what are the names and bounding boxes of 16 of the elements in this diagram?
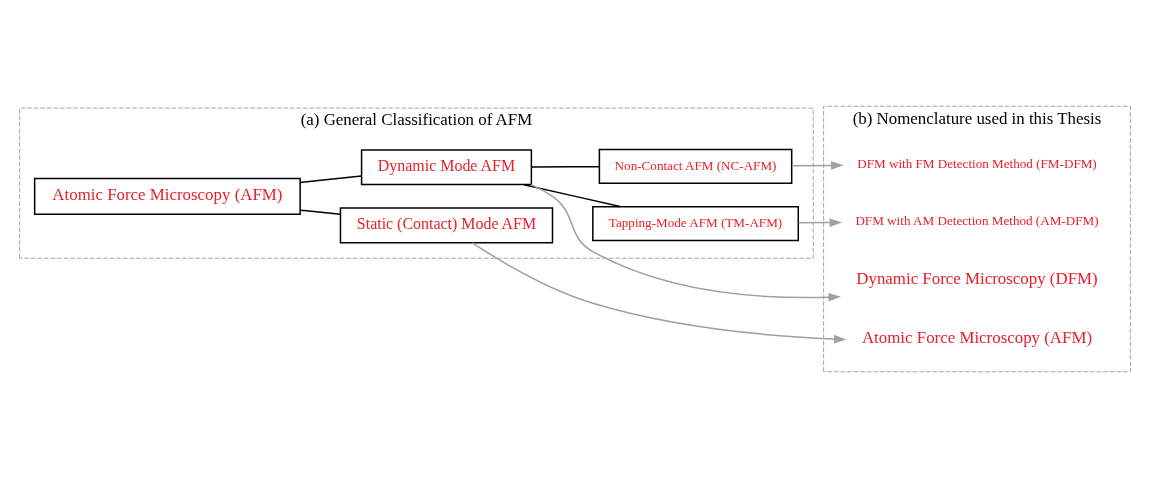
node-text: Dynamic Force Microscopy (DFM) [856,268,1098,288]
node-box: Atomic Force Microscopy (AFM) [33,177,301,215]
node-box: Dynamic Mode AFM [360,148,533,185]
arrow [797,217,843,227]
arrow [530,183,841,302]
node-text: Atomic Force Microscopy (AFM) [861,327,1093,347]
connector [299,208,342,215]
node-text: DFM with AM Detection Method (AM-DFM) [855,212,1099,228]
node-box: Non-Contact AFM (NC-AFM) [598,148,793,184]
node-box: Tapping-Mode AFM (TM-AFM) [592,205,799,241]
node-text: DFM with FM Detection Method (FM-DFM) [857,155,1097,171]
connector [523,183,621,207]
node-box: Static (Contact) Mode AFM [339,206,554,243]
connector [299,174,363,183]
arrow [791,160,844,170]
connector [530,165,601,168]
